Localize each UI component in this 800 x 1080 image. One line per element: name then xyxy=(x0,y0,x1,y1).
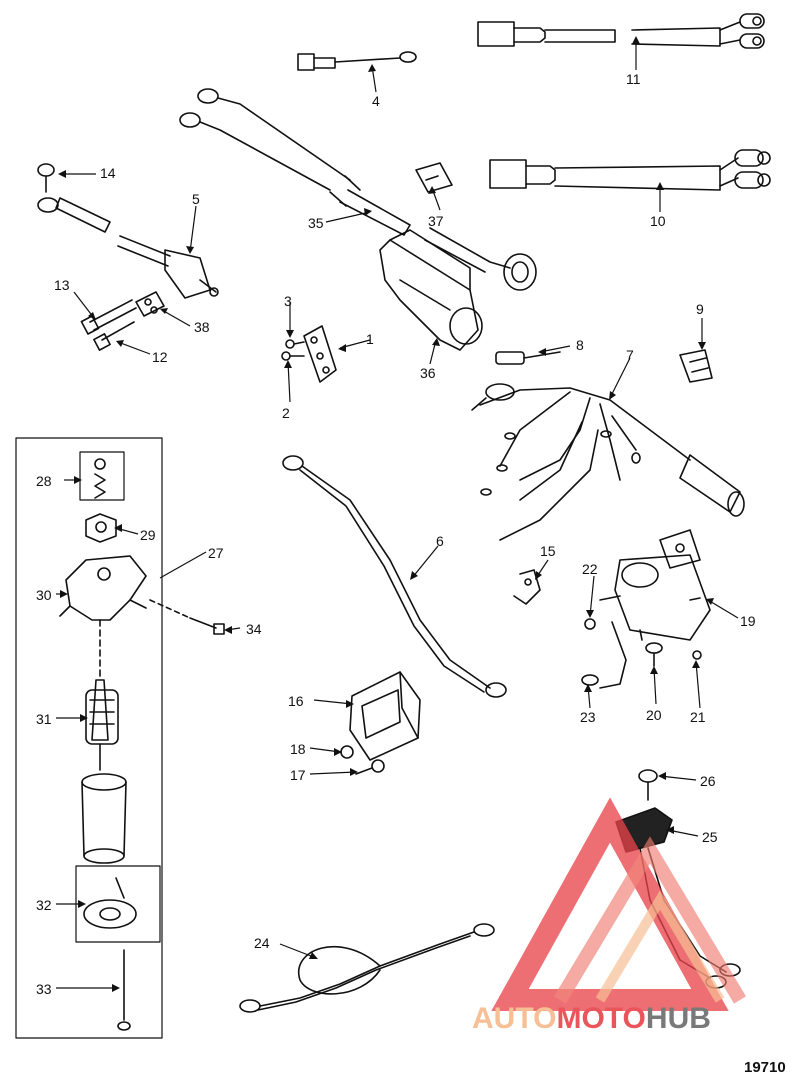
watermark-moto: MOTO xyxy=(556,1002,645,1035)
callout-30: 30 xyxy=(36,587,52,603)
callout-10: 10 xyxy=(650,213,666,229)
part-26-screw xyxy=(638,769,658,801)
part-9-grommet xyxy=(679,349,713,383)
callout-6: 6 xyxy=(436,533,444,549)
callout-8: 8 xyxy=(576,337,584,353)
svg-text:AUTOMOTOHUB: AUTOMOTOHUB xyxy=(472,1002,711,1035)
part-4-lead xyxy=(297,51,417,71)
part-17-screw xyxy=(355,759,385,775)
callout-22: 22 xyxy=(582,561,598,577)
part-38-plate xyxy=(135,291,165,317)
part-24-cable xyxy=(239,923,495,1013)
part-37-clip xyxy=(415,162,453,193)
callout-18: 18 xyxy=(290,741,306,757)
callout-21: 21 xyxy=(690,709,706,725)
callout-5: 5 xyxy=(192,191,200,207)
part-35-cable xyxy=(179,88,411,236)
part-6-ground-cable xyxy=(282,455,507,698)
callout-2: 2 xyxy=(282,405,290,421)
callout-38: 38 xyxy=(194,319,210,335)
part-23-lead xyxy=(581,621,627,689)
part-33-through-bolt xyxy=(117,949,131,1031)
callout-23: 23 xyxy=(580,709,596,725)
figure-id: 19710 xyxy=(744,1059,786,1076)
callout-28: 28 xyxy=(36,473,52,489)
watermark-hub: HUB xyxy=(646,1002,711,1035)
callout-14: 14 xyxy=(100,165,116,181)
callout-12: 12 xyxy=(152,349,168,365)
callout-31: 31 xyxy=(36,711,52,727)
part-31-armature xyxy=(85,619,119,771)
part-32-end-plate xyxy=(75,865,161,943)
callout-25: 25 xyxy=(702,829,718,845)
callout-24: 24 xyxy=(254,935,270,951)
part-14-screw xyxy=(37,163,55,193)
part-12-screw xyxy=(93,321,135,351)
part-13-screw xyxy=(80,299,137,335)
callout-17: 17 xyxy=(290,767,306,783)
part-18-washer xyxy=(340,745,354,759)
part-29-nut xyxy=(85,513,117,543)
part-3-screw xyxy=(285,339,305,349)
callout-7: 7 xyxy=(626,347,634,363)
part-30-end-cap xyxy=(59,555,147,621)
part-36-bracket xyxy=(379,227,537,351)
part-15-clip xyxy=(513,569,541,605)
part-34-bolt xyxy=(149,599,225,635)
callout-29: 29 xyxy=(140,527,156,543)
part-22-nut xyxy=(584,618,596,630)
part-7-wiring-harness xyxy=(471,383,745,541)
callout-35: 35 xyxy=(308,215,324,231)
callout-33: 33 xyxy=(36,981,52,997)
callout-3: 3 xyxy=(284,293,292,309)
callout-19: 19 xyxy=(740,613,756,629)
callout-4: 4 xyxy=(372,93,380,109)
starter-frame-housing xyxy=(81,773,127,864)
callout-11: 11 xyxy=(626,71,641,87)
callout-13: 13 xyxy=(54,277,70,293)
callout-37: 37 xyxy=(428,213,444,229)
callout-15: 15 xyxy=(540,543,556,559)
callout-32: 32 xyxy=(36,897,52,913)
part-21-nut xyxy=(692,650,702,660)
callout-34: 34 xyxy=(246,621,262,637)
part-28-hardware-kit xyxy=(79,451,125,501)
starter-assembly-frame xyxy=(15,437,163,1039)
callout-9: 9 xyxy=(696,301,704,317)
callout-1: 1 xyxy=(366,331,374,347)
part-20-screw xyxy=(645,642,663,667)
callout-36: 36 xyxy=(420,365,436,381)
watermark-auto: AUTO xyxy=(472,1002,556,1035)
part-16-module xyxy=(349,671,421,761)
callout-27: 27 xyxy=(208,545,224,561)
part-2-screw xyxy=(281,351,305,361)
callout-16: 16 xyxy=(288,693,304,709)
callout-26: 26 xyxy=(700,773,716,789)
part-11-battery-cable xyxy=(477,13,765,49)
callout-20: 20 xyxy=(646,707,662,723)
part-5-switch xyxy=(37,197,219,299)
part-1-terminal-block xyxy=(303,325,337,383)
part-10-battery-cable xyxy=(489,149,771,191)
watermark-logo: AUTOMOTOHUB xyxy=(472,797,747,1035)
part-19-solenoid xyxy=(599,529,711,641)
part-8-fuse xyxy=(495,351,561,365)
